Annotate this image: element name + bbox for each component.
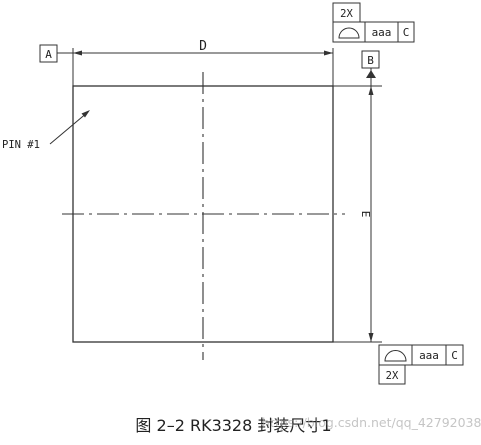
datum-b-triangle (366, 70, 376, 78)
datum-b-label: B (367, 54, 374, 67)
top-frame-datum-cell (397, 21, 415, 43)
bottom-frame-symbol-cell (378, 344, 413, 366)
datum-a-label: A (45, 48, 52, 61)
dimension-label-d: D (199, 39, 207, 54)
pin1-label: PIN #1 (2, 139, 40, 151)
watermark-text: https://blog.csdn.net/qq_42792038 (262, 415, 481, 430)
package-outline-drawing: D A E B PIN #1 2X aaa C aaa C 2X (2, 2, 464, 385)
d-arrow-left (73, 50, 82, 56)
bottom-frame-datum-cell (445, 344, 464, 366)
bottom-feature-control-frame: aaa C (378, 344, 464, 366)
pin1-arrow (81, 110, 90, 118)
profile-of-surface-icon (384, 350, 407, 362)
top-frame-tolerance: aaa (372, 26, 392, 39)
top-frame-datum: C (403, 26, 410, 39)
e-arrow-top (368, 86, 374, 95)
dimension-label-e: E (359, 211, 372, 218)
bottom-frame-datum: C (451, 349, 458, 362)
d-arrow-right (324, 50, 333, 56)
top-feature-control-frame: aaa C (332, 21, 415, 43)
top-frame-symbol-cell (332, 21, 366, 43)
pin1-leader (49, 111, 89, 145)
profile-of-surface-icon (338, 27, 360, 39)
top-frame-count: 2X (340, 8, 353, 20)
figure-caption: 图 2–2 RK3328 封装尺寸1 (135, 416, 332, 435)
bottom-frame-tolerance: aaa (419, 349, 439, 362)
bottom-frame-count: 2X (386, 370, 399, 382)
bottom-frame-count-box (378, 364, 406, 385)
e-arrow-bottom (368, 333, 374, 342)
